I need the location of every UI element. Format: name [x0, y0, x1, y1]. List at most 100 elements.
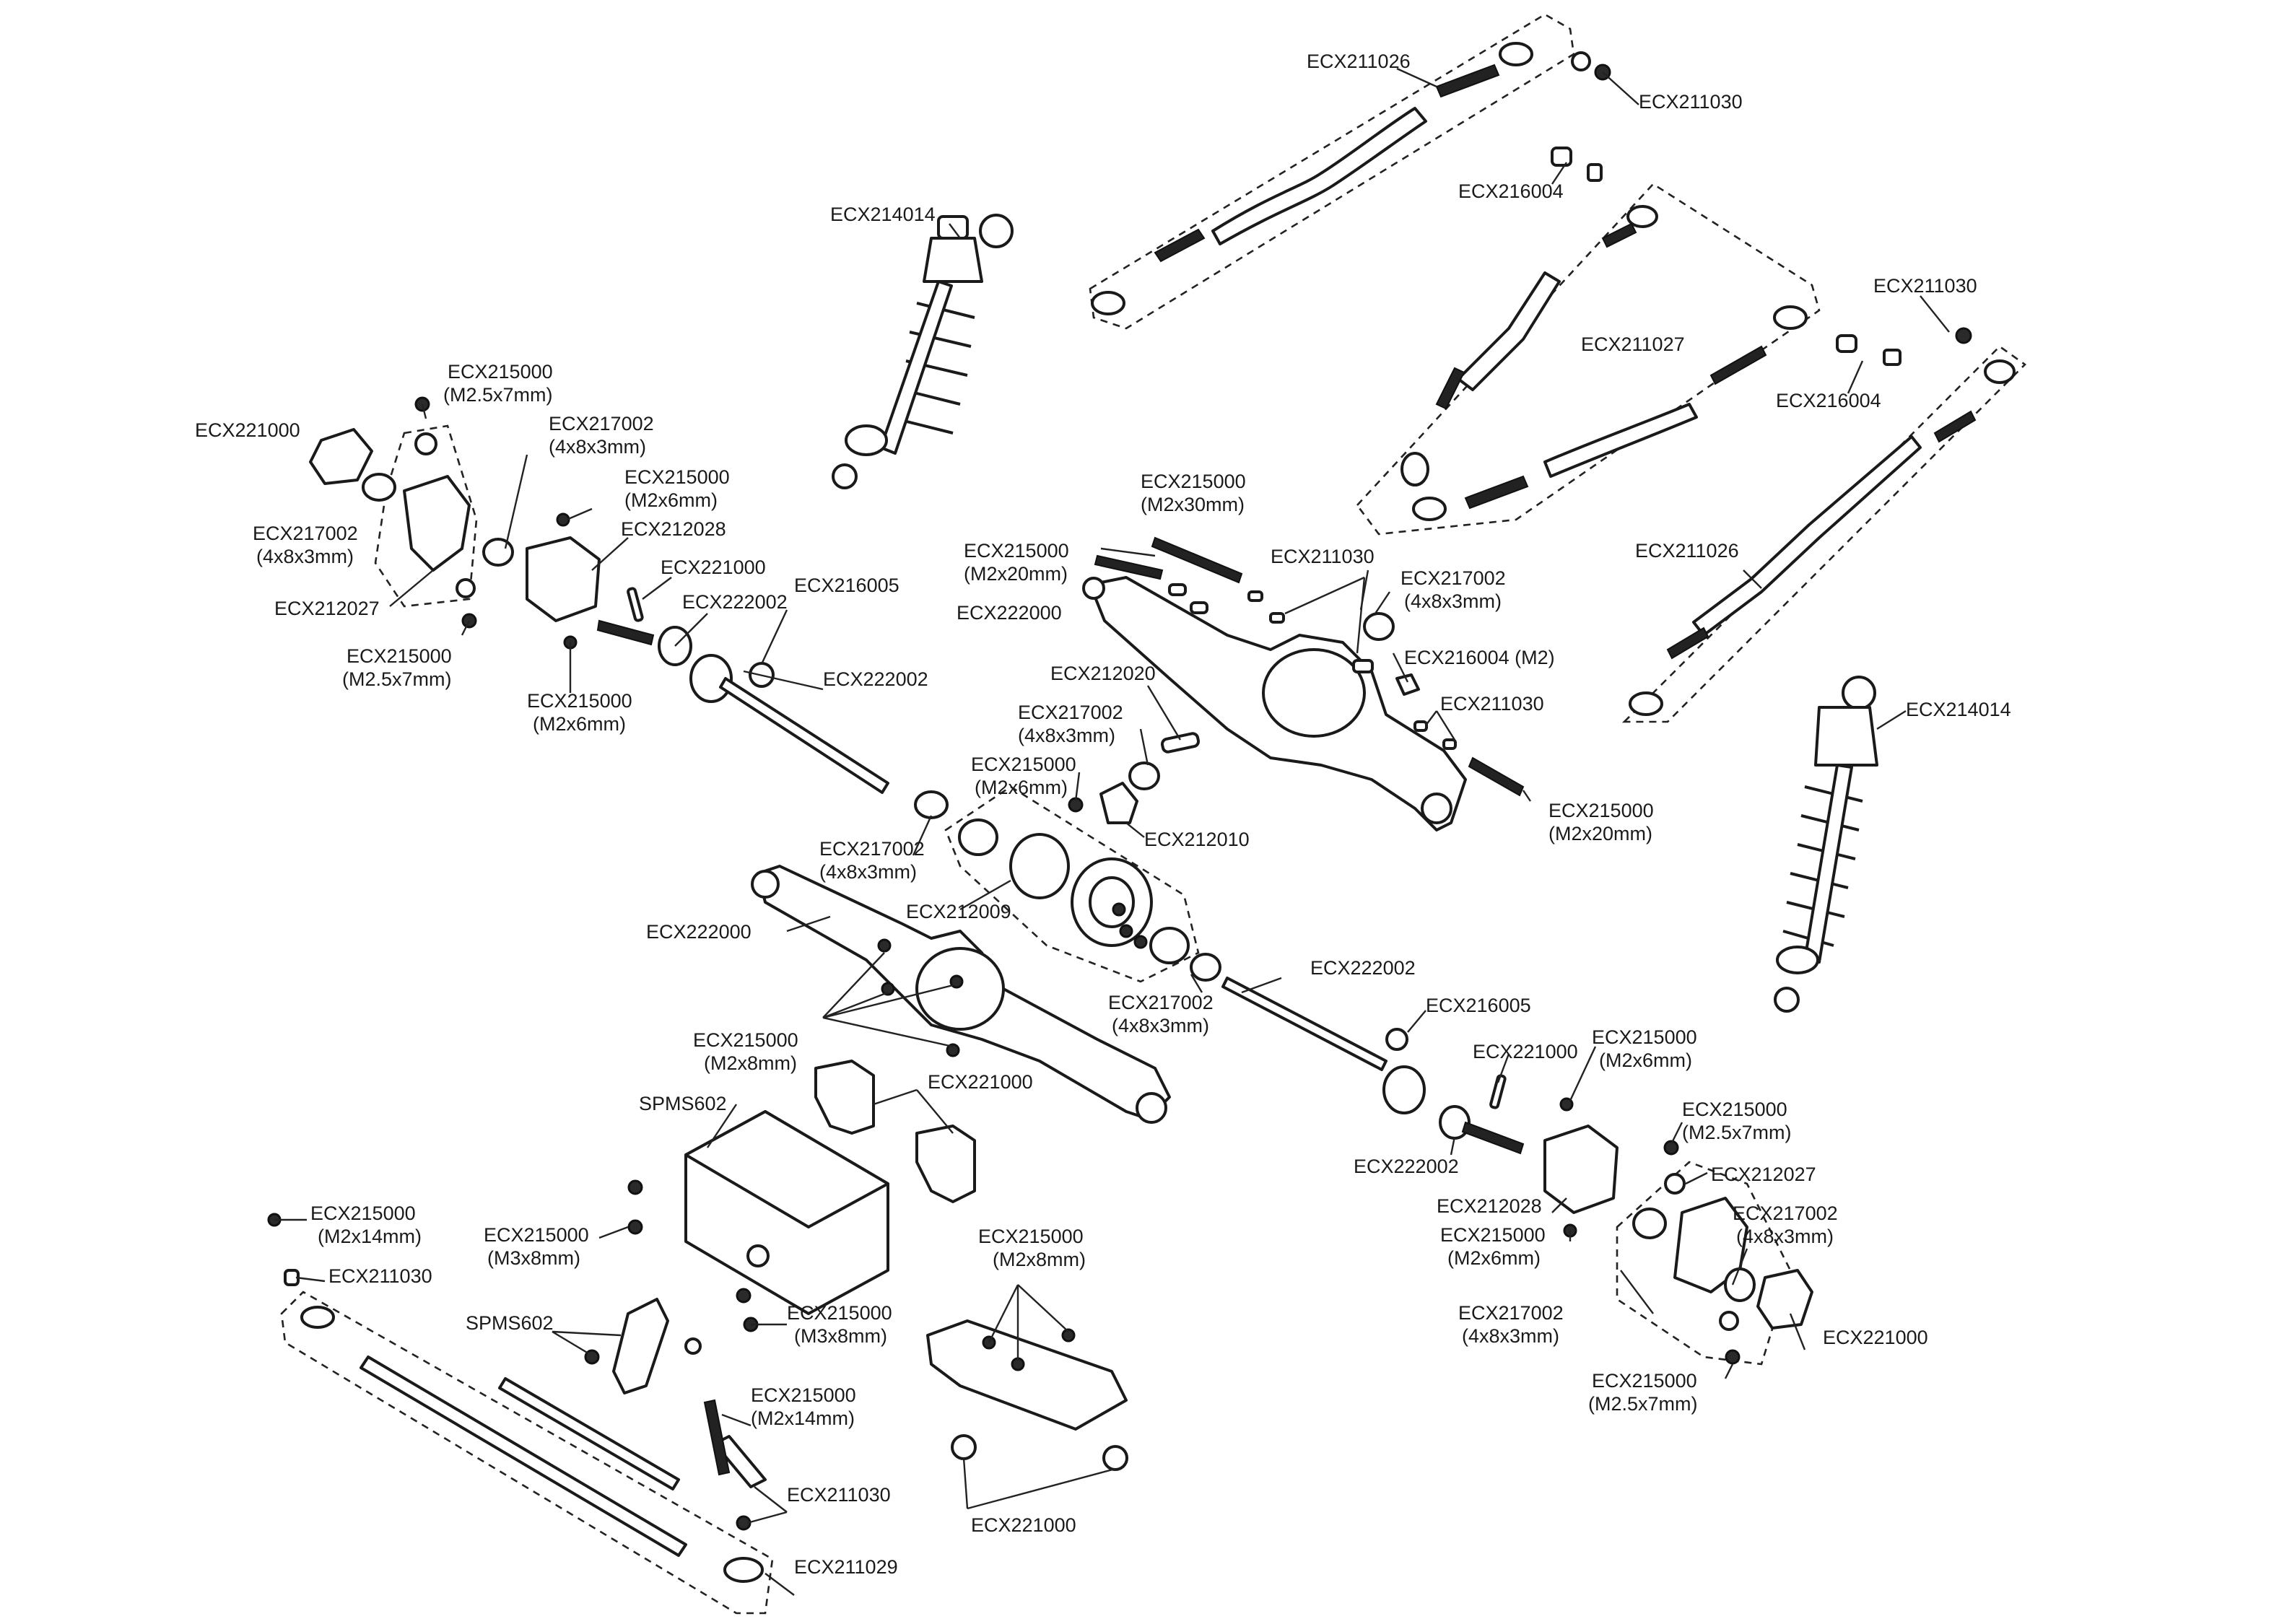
upper-link-v	[1400, 205, 1972, 521]
rod-end	[1984, 359, 2016, 384]
c-hub	[1543, 1125, 1619, 1214]
label-ecx217002-d-size: (4x8x3mm)	[1018, 725, 1115, 746]
standoff	[1168, 583, 1187, 596]
bearing	[1724, 1267, 1756, 1302]
ball-stud	[1269, 612, 1285, 624]
shock-eyelet	[1842, 676, 1876, 710]
axle-housing-lower	[751, 865, 1171, 1124]
label-ecx215000-o: ECX215000	[978, 1226, 1084, 1247]
nut	[1836, 334, 1857, 353]
label-ecx217002-e: ECX217002	[819, 838, 925, 860]
screw-head	[877, 938, 892, 953]
label-ecx215000-p-size: (M3x8mm)	[794, 1325, 887, 1347]
label-ecx215000-f-size: (M2x20mm)	[964, 563, 1068, 585]
servo-top	[684, 1110, 889, 1228]
ring-gear-hub	[1089, 876, 1135, 928]
housing-end	[1136, 1092, 1167, 1124]
label-ecx212027-left: ECX212027	[274, 598, 380, 619]
label-ecx215000-c: ECX215000	[347, 645, 452, 667]
servo-assembly	[584, 1060, 976, 1394]
label-ecx215000-c-size: (M2.5x7mm)	[342, 668, 452, 690]
bearing	[1632, 1208, 1667, 1239]
pin	[1489, 1074, 1507, 1109]
bearing	[914, 790, 949, 819]
label-ecx215000-j: ECX215000	[1592, 1026, 1697, 1048]
screw-head	[736, 1288, 752, 1304]
shock-end	[832, 463, 858, 489]
label-ecx217002-a: ECX217002	[549, 413, 654, 435]
label-ecx211030-top: ECX211030	[1639, 91, 1743, 113]
label-ecx211026-right: ECX211026	[1635, 540, 1739, 562]
label-ecx215000-k: ECX215000	[1682, 1099, 1787, 1120]
label-ecx215000-i: ECX215000	[693, 1029, 798, 1051]
screw-head	[949, 974, 964, 989]
bearing	[1190, 953, 1221, 982]
label-ecx215000-a-size: (M2.5x7mm)	[443, 384, 553, 406]
skid-plate	[926, 1319, 1128, 1471]
label-ecx211030-bot: ECX211030	[787, 1484, 891, 1506]
knuckle-left	[309, 396, 692, 666]
label-ecx211030-mid: ECX211030	[1271, 546, 1375, 567]
label-ecx212028-left: ECX212028	[621, 518, 726, 540]
label-ecx212027-right: ECX212027	[1711, 1164, 1816, 1185]
screw-head	[1725, 1349, 1741, 1365]
cv-joint	[1382, 1065, 1426, 1114]
servo-mount	[814, 1060, 875, 1135]
label-ecx222002-c: ECX222002	[1310, 957, 1416, 979]
label-ecx215000-r-size: (M2x14mm)	[751, 1407, 855, 1429]
screw-head	[1133, 935, 1148, 949]
screw-head	[627, 1179, 643, 1195]
screw-head	[1119, 924, 1133, 938]
leader-lines	[274, 67, 1950, 1596]
label-ecx211030-right: ECX211030	[1873, 275, 1977, 297]
label-ecx215000-n-size: (M2x14mm)	[318, 1226, 422, 1247]
label-ecx217002-h-size: (4x8x3mm)	[1462, 1325, 1559, 1347]
pinion-gear	[1099, 782, 1138, 824]
label-ecx215000-o-size: (M2x8mm)	[993, 1249, 1086, 1270]
ball-stud	[1587, 163, 1603, 182]
mount-plate	[926, 1319, 1128, 1431]
servo-mount	[915, 1125, 976, 1203]
label-ecx217002-d: ECX217002	[1018, 702, 1123, 723]
screw-head	[946, 1043, 960, 1057]
label-ecx215000-e: ECX215000	[1141, 471, 1246, 492]
link-rod	[498, 1377, 680, 1490]
bushing	[456, 578, 476, 598]
rod-end	[1629, 691, 1663, 716]
nut	[1395, 673, 1420, 696]
rod-end	[723, 1557, 764, 1583]
wheel-hex	[309, 428, 373, 485]
shaft	[1221, 977, 1388, 1071]
label-ecx216004-right: ECX216004	[1776, 390, 1881, 411]
bushing	[951, 1434, 977, 1460]
label-ecx215000-l-size: (M2x6mm)	[1447, 1247, 1541, 1269]
label-ecx217002-h: ECX217002	[1458, 1302, 1564, 1324]
diff-carrier	[1009, 833, 1070, 899]
label-ecx217002-g-size: (4x8x3mm)	[1736, 1226, 1834, 1247]
bushing	[1664, 1173, 1686, 1195]
label-ecx217002-g: ECX217002	[1733, 1202, 1838, 1224]
screw-head	[1112, 902, 1126, 917]
label-ecx222002-d: ECX222002	[1354, 1156, 1459, 1177]
label-ecx217002-f-size: (4x8x3mm)	[1112, 1015, 1209, 1036]
ball-stud	[684, 1337, 702, 1355]
servo-link	[713, 1435, 767, 1488]
wheel-hex	[1756, 1269, 1813, 1330]
shock-right	[1774, 676, 1878, 1013]
link-tube	[1457, 271, 1561, 391]
c-hub	[526, 536, 601, 622]
label-ecx221000-mid: ECX221000	[661, 556, 766, 578]
driveshaft-upper	[689, 654, 949, 819]
threaded-axle	[1461, 1121, 1525, 1155]
rod-end	[1773, 305, 1808, 330]
label-ecx212010: ECX212010	[1144, 829, 1250, 850]
label-ecx215000-a: ECX215000	[448, 361, 553, 383]
label-ecx215000-r: ECX215000	[751, 1384, 856, 1406]
label-ecx216004-m2: ECX216004 (M2)	[1404, 647, 1555, 668]
label-ecx215000-e-size: (M2x30mm)	[1141, 494, 1245, 515]
bearing	[482, 538, 514, 567]
group-upper-link-v	[1356, 183, 1821, 536]
label-ecx212028-right: ECX212028	[1437, 1195, 1542, 1217]
threaded-stud	[1933, 410, 1977, 443]
